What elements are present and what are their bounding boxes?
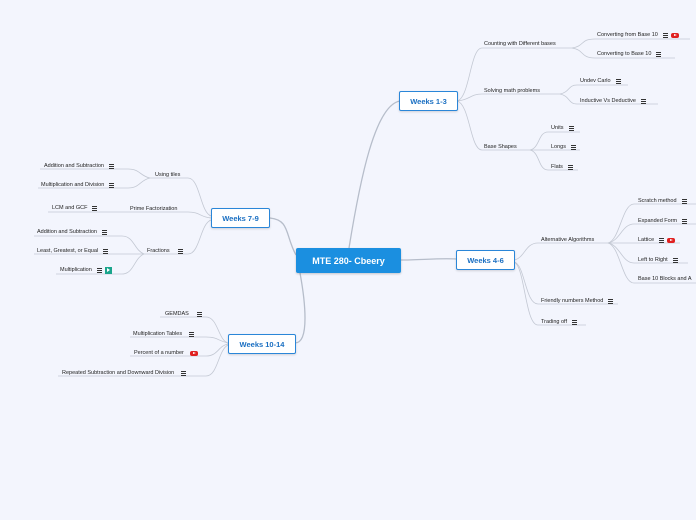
- weeks-4-6-label: Weeks 4-6: [467, 255, 504, 265]
- multiplication-tables-node[interactable]: Multiplication Tables: [133, 330, 195, 338]
- note-icon[interactable]: [108, 163, 114, 169]
- note-icon[interactable]: [96, 267, 102, 273]
- note-icon[interactable]: [109, 182, 115, 188]
- note-icon[interactable]: [103, 248, 109, 254]
- left-to-right-node[interactable]: Left to Right: [638, 256, 678, 264]
- lattice-label: Lattice: [638, 237, 655, 243]
- mult-div-tiles-node[interactable]: Multiplication and Division: [41, 181, 115, 189]
- youtube-icon[interactable]: [189, 350, 198, 356]
- converting-to-base10-label: Converting to Base 10: [597, 51, 652, 57]
- weeks-7-9-label: Weeks 7-9: [222, 213, 259, 223]
- youtube-icon[interactable]: [667, 237, 676, 243]
- note-icon[interactable]: [177, 248, 183, 254]
- note-icon[interactable]: [662, 32, 668, 38]
- inductive-deductive-label: Inductive Vs Deductive: [580, 98, 636, 104]
- weeks-10-14-label: Weeks 10-14: [239, 339, 285, 349]
- units-node[interactable]: Units: [551, 124, 574, 132]
- undev-carlo-node[interactable]: Undev Carlo: [580, 77, 621, 85]
- add-sub-fractions-label: Addition and Subtraction: [37, 229, 97, 235]
- converting-to-base10-node[interactable]: Converting to Base 10: [597, 50, 662, 58]
- weeks-1-3-node[interactable]: Weeks 1-3: [399, 91, 458, 111]
- longs-label: Longs: [551, 144, 566, 150]
- undev-carlo-label: Undev Carlo: [580, 78, 611, 84]
- note-icon[interactable]: [659, 237, 665, 243]
- note-icon[interactable]: [672, 257, 678, 263]
- base10-blocks-node[interactable]: Base 10 Blocks and A: [638, 275, 692, 283]
- repeated-subtraction-node[interactable]: Repeated Subtraction and Downward Divisi…: [62, 369, 187, 377]
- fractions-node[interactable]: Fractions: [147, 247, 183, 255]
- using-tiles-node[interactable]: Using tiles: [155, 172, 181, 178]
- flats-node[interactable]: Flats: [551, 163, 573, 171]
- mult-div-tiles-label: Multiplication and Division: [41, 182, 105, 188]
- prime-factorization-node[interactable]: Prime Factorization: [130, 206, 178, 212]
- note-icon[interactable]: [196, 311, 202, 317]
- note-icon[interactable]: [572, 319, 577, 325]
- note-icon[interactable]: [181, 370, 187, 376]
- counting-bases-node[interactable]: Counting with Different bases: [484, 41, 556, 47]
- percent-number-label: Percent of a number: [134, 350, 184, 356]
- base-shapes-node[interactable]: Base Shapes: [484, 144, 517, 150]
- note-icon[interactable]: [92, 205, 98, 211]
- friendly-numbers-node[interactable]: Friendly numbers Method: [541, 297, 614, 305]
- weeks-4-6-node[interactable]: Weeks 4-6: [456, 250, 515, 270]
- gemdas-node[interactable]: GEMDAS: [165, 310, 202, 318]
- alternative-algorithms-node[interactable]: Alternative Algorithms: [541, 237, 595, 243]
- fractions-label: Fractions: [147, 248, 170, 254]
- note-icon[interactable]: [608, 298, 614, 304]
- lcm-gcf-node[interactable]: LCM and GCF: [52, 204, 98, 212]
- note-icon[interactable]: [568, 125, 574, 131]
- least-greatest-label: Least, Greatest, or Equal: [37, 248, 99, 254]
- converting-from-base10-label: Converting from Base 10: [597, 32, 658, 38]
- weeks-1-3-label: Weeks 1-3: [410, 96, 447, 106]
- note-icon[interactable]: [681, 198, 687, 204]
- scratch-method-label: Scratch method: [638, 198, 677, 204]
- app-link-icon[interactable]: [104, 266, 112, 274]
- gemdas-label: GEMDAS: [165, 311, 189, 317]
- youtube-icon[interactable]: [670, 32, 679, 38]
- repeated-subtraction-label: Repeated Subtraction and Downward Divisi…: [62, 370, 175, 376]
- expanded-form-node[interactable]: Expanded Form: [638, 217, 688, 225]
- multiplication-fractions-label: Multiplication: [60, 267, 92, 273]
- note-icon[interactable]: [189, 331, 195, 337]
- root-node[interactable]: MTE 280- Cbeery: [296, 248, 401, 273]
- note-icon[interactable]: [640, 98, 646, 104]
- percent-number-node[interactable]: Percent of a number: [134, 349, 198, 357]
- units-label: Units: [551, 125, 564, 131]
- weeks-10-14-node[interactable]: Weeks 10-14: [228, 334, 296, 354]
- converting-from-base10-node[interactable]: Converting from Base 10: [597, 31, 679, 39]
- add-sub-tiles-label: Addition and Subtraction: [44, 163, 104, 169]
- longs-node[interactable]: Longs: [551, 143, 576, 151]
- add-sub-fractions-node[interactable]: Addition and Subtraction: [37, 228, 107, 236]
- note-icon[interactable]: [615, 78, 621, 84]
- friendly-numbers-label: Friendly numbers Method: [541, 298, 604, 304]
- least-greatest-node[interactable]: Least, Greatest, or Equal: [37, 247, 109, 255]
- trading-off-node[interactable]: Trading off: [541, 318, 577, 326]
- note-icon[interactable]: [571, 144, 576, 150]
- expanded-form-label: Expanded Form: [638, 218, 678, 224]
- trading-off-label: Trading off: [541, 319, 567, 325]
- scratch-method-node[interactable]: Scratch method: [638, 197, 687, 205]
- note-icon[interactable]: [101, 229, 107, 235]
- inductive-deductive-node[interactable]: Inductive Vs Deductive: [580, 97, 646, 105]
- note-icon[interactable]: [682, 218, 688, 224]
- base10-blocks-label: Base 10 Blocks and A: [638, 276, 692, 282]
- note-icon[interactable]: [567, 164, 573, 170]
- root-label: MTE 280- Cbeery: [312, 255, 385, 266]
- lcm-gcf-label: LCM and GCF: [52, 205, 88, 211]
- solving-problems-node[interactable]: Solving math problems: [484, 88, 540, 94]
- flats-label: Flats: [551, 164, 563, 170]
- lattice-node[interactable]: Lattice: [638, 236, 676, 244]
- left-to-right-label: Left to Right: [638, 257, 668, 263]
- multiplication-tables-label: Multiplication Tables: [133, 331, 183, 337]
- multiplication-fractions-node[interactable]: Multiplication: [60, 266, 112, 274]
- add-sub-tiles-node[interactable]: Addition and Subtraction: [44, 162, 114, 170]
- weeks-7-9-node[interactable]: Weeks 7-9: [211, 208, 270, 228]
- note-icon[interactable]: [656, 51, 662, 57]
